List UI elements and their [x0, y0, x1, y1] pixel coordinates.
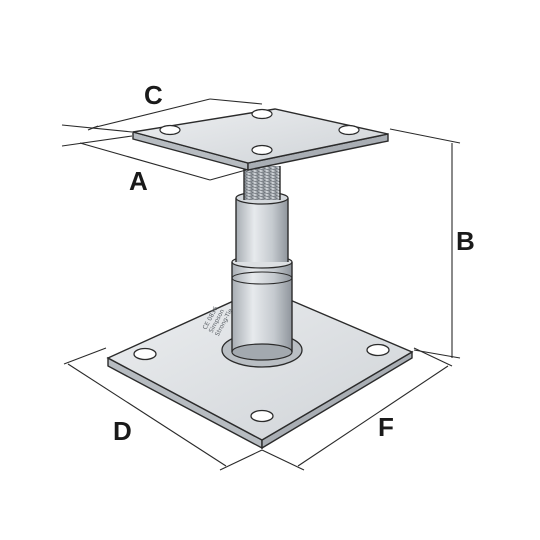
- label-f: F: [378, 412, 394, 442]
- top-plate: [132, 108, 389, 171]
- dimension-b: [389, 128, 461, 359]
- dimension-a: [61, 135, 247, 181]
- dimension-d: [63, 347, 263, 471]
- top-plate-holes: [159, 108, 360, 156]
- base-plate-holes: [133, 343, 390, 423]
- label-b: B: [456, 226, 475, 256]
- inner-tube: [235, 191, 289, 262]
- label-d: D: [113, 416, 132, 446]
- threaded-rod: [243, 166, 281, 200]
- support-tube: [231, 255, 293, 361]
- label-a: A: [129, 166, 148, 196]
- dimension-c: [61, 98, 263, 133]
- dimension-f: [261, 347, 453, 471]
- label-c: C: [144, 80, 163, 110]
